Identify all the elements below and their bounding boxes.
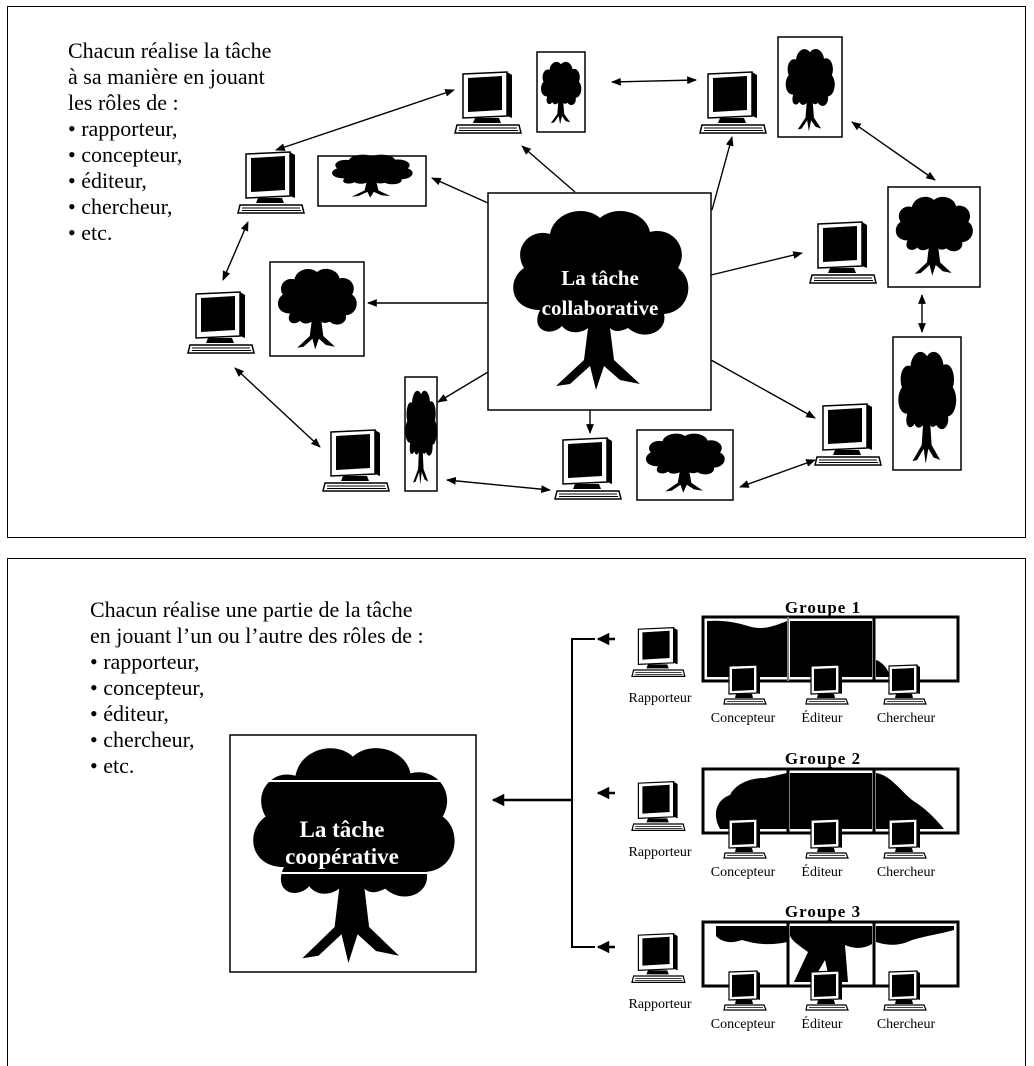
cooperative-intro-line: en jouant l’un ou l’autre des rôles de : [90,623,424,648]
group-2: Groupe 2 Rapporteur Concepteur Éditeur C… [629,749,960,880]
role-label: Concepteur [711,711,776,726]
cooperative-intro-line: Chacun réalise une partie de la tâche [90,597,413,622]
computer-icon [554,437,622,500]
role-label: Éditeur [801,863,843,880]
group-title: Groupe 1 [785,598,861,617]
arrow-icon [851,121,936,181]
computer-icon [723,970,767,1011]
group-3: Groupe 3 Rapporteur Concepteur Éditeur C… [629,902,960,1032]
role-label: Éditeur [801,709,843,726]
computer-icon [187,291,255,354]
arrow-icon [711,136,734,211]
role-label: Chercheur [877,1017,936,1032]
role-item: • éditeur, [90,701,169,726]
computer-icon [883,664,927,705]
role-item: • chercheur, [68,194,173,219]
arrow-icon [234,367,321,448]
role-label: Concepteur [711,865,776,880]
role-item: • etc. [90,753,135,778]
arrow-icon [739,459,816,488]
arrow-icon [521,145,576,193]
participant-7 [322,376,438,492]
role-label: Rapporteur [629,845,692,860]
computer-icon [723,818,767,859]
computer-icon [454,71,522,134]
participant-5 [187,261,365,357]
computer-icon [322,429,390,492]
arrow-icon [222,221,249,281]
arrow-icon [611,76,697,86]
computer-icon [883,818,927,859]
collaborative-title-line2: collaborative [542,296,659,320]
role-item: • concepteur, [68,142,183,167]
role-label: Éditeur [801,1015,843,1032]
role-label: Concepteur [711,1017,776,1032]
participant-4 [809,186,981,288]
group-title: Groupe 3 [785,902,861,921]
role-item: • etc. [68,220,113,245]
groups-connector [491,632,615,954]
arrows-collaborative [222,76,936,494]
group-1: Groupe 1 Rapporteur Concepteur Éditeur C… [629,598,960,726]
collaborative-intro: Chacun réalise la tâche à sa manière en … [68,38,271,246]
collaborative-task-box: La tâche collaborative [487,192,712,411]
participant-8 [554,429,734,501]
collaborative-title-line1: La tâche [561,266,639,290]
computer-icon [805,818,849,859]
participant-6 [814,336,962,471]
computer-icon [814,403,882,466]
collaborative-intro-line: Chacun réalise la tâche [68,38,272,63]
role-label: Rapporteur [629,997,692,1012]
cooperative-task-box: La tâche coopérative [229,734,477,973]
computer-icon [809,221,877,284]
collaborative-intro-line: à sa manière en jouant [68,64,265,89]
collaborative-intro-line: les rôles de : [68,90,179,115]
computer-icon [237,151,305,214]
role-item: • éditeur, [68,168,147,193]
cooperative-title-line2: coopérative [285,844,399,869]
computer-icon [805,664,849,705]
arrow-icon [710,359,816,419]
computer-icon [631,780,686,832]
participant-1 [454,51,586,134]
role-label: Chercheur [877,865,936,880]
arrow-icon [275,89,455,151]
participant-2 [699,36,843,138]
arrow-icon [437,371,489,403]
cooperative-title-line1: La tâche [300,817,385,842]
role-label: Rapporteur [629,691,692,706]
computer-icon [805,970,849,1011]
computer-icon [699,71,767,134]
role-item: • concepteur, [90,675,205,700]
role-label: Chercheur [877,711,936,726]
arrow-icon [710,251,803,276]
computer-icon [723,664,767,705]
arrow-icon [446,476,551,494]
computer-icon [883,970,927,1011]
role-item: • rapporteur, [90,649,200,674]
participant-3 [237,151,427,214]
arrow-icon [431,177,489,204]
role-item: • rapporteur, [68,116,178,141]
computer-icon [631,626,686,678]
group-title: Groupe 2 [785,749,861,768]
cooperative-intro: Chacun réalise une partie de la tâche en… [90,597,424,779]
computer-icon [631,932,686,984]
role-item: • chercheur, [90,727,195,752]
